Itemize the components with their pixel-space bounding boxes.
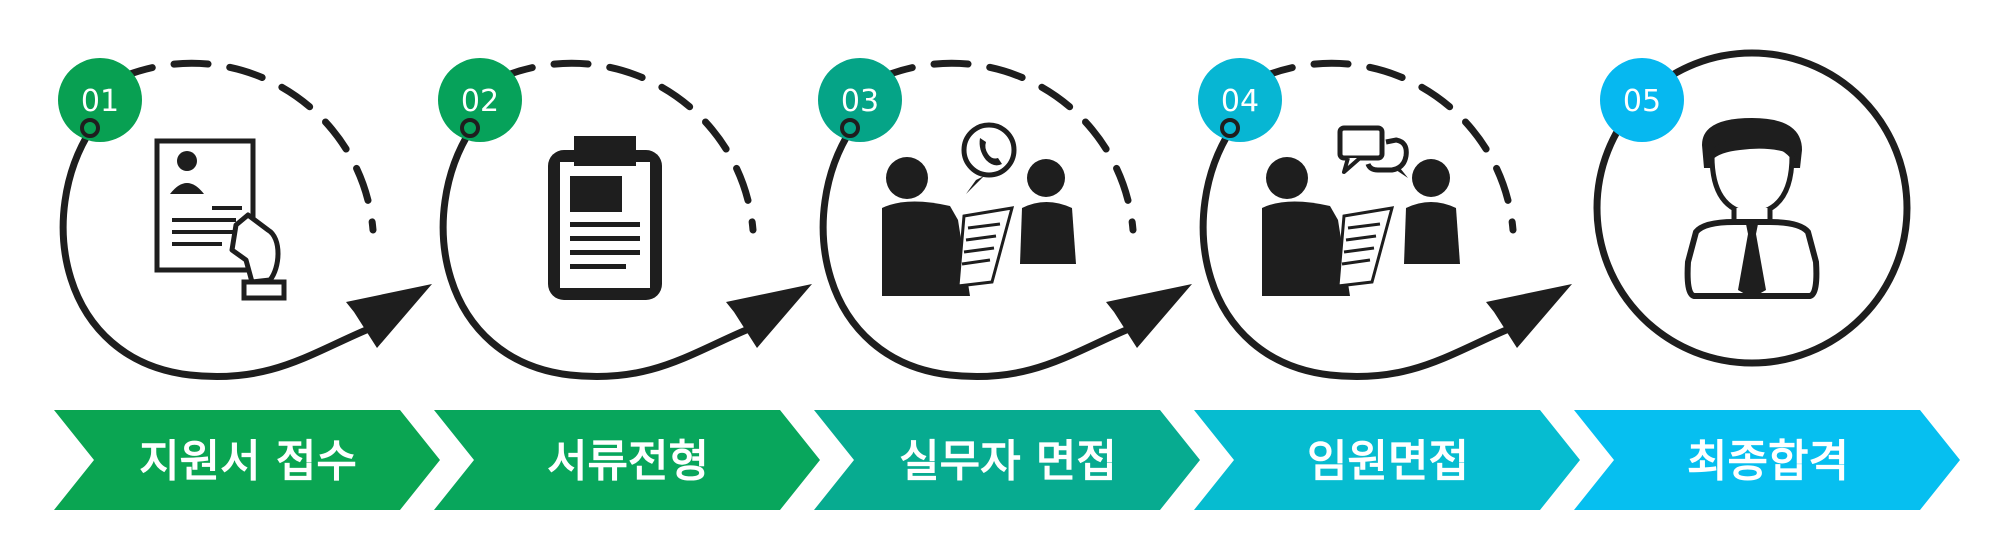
- banner-step-2-label: 서류전형: [547, 436, 709, 487]
- step-2: 02: [438, 58, 812, 380]
- step-4-arrow-head-icon: [1486, 284, 1572, 348]
- step-3-number: 03: [841, 84, 879, 119]
- banner-step-1-label: 지원서 접수: [139, 436, 357, 487]
- step-1-badge: [58, 58, 142, 142]
- step-1-connector-dot: [80, 118, 100, 138]
- person-tie-icon: [1684, 118, 1820, 299]
- banner-step-2: 서류전형: [434, 410, 820, 510]
- banner-step-3-label: 실무자 면접: [899, 436, 1117, 487]
- banner-step-1: 지원서 접수: [54, 410, 440, 510]
- step-4-connector-dot: [1220, 118, 1240, 138]
- step-2-connector-dot: [460, 118, 480, 138]
- step-1-solid-arc: [59, 124, 396, 380]
- clipboard-document-icon: [548, 136, 662, 300]
- banner-step-4-label: 임원면접: [1307, 436, 1469, 487]
- step-4-number: 04: [1221, 84, 1259, 119]
- step-2-number: 02: [461, 84, 499, 119]
- interview-phone-icon: [882, 122, 1076, 296]
- step-2-arrow-head-icon: [726, 284, 812, 348]
- step-1-arrow-head-icon: [346, 284, 432, 348]
- step-3-badge: [818, 58, 902, 142]
- step-5-badge: [1600, 58, 1684, 142]
- banner-step-3: 실무자 면접: [814, 410, 1200, 510]
- step-3-dashed-arc: [876, 59, 1137, 234]
- banner-step-5: 최종합격: [1574, 410, 1960, 510]
- step-4-badge: [1198, 58, 1282, 142]
- step-3-connector-dot: [840, 118, 860, 138]
- step-1-number: 01: [81, 84, 119, 119]
- step-4-dashed-arc: [1256, 59, 1517, 234]
- step-3-solid-arc: [819, 124, 1156, 380]
- step-banners: 지원서 접수 서류전형 실무자 면접 임원면접 최종합격: [54, 410, 1960, 510]
- step-5-number: 05: [1623, 84, 1661, 119]
- step-2-solid-arc: [439, 124, 776, 380]
- step-2-dashed-arc: [496, 59, 757, 234]
- step-3-arrow-head-icon: [1106, 284, 1192, 348]
- step-5: 05: [1593, 49, 1911, 367]
- resume-hand-icon: [154, 138, 287, 301]
- step-4: 04: [1198, 58, 1572, 380]
- banner-step-5-label: 최종합격: [1687, 436, 1849, 487]
- step-4-solid-arc: [1199, 124, 1536, 380]
- interview-chat-icon: [1262, 125, 1460, 296]
- step-1: 01: [58, 58, 432, 380]
- step-5-ring: [1593, 49, 1911, 367]
- step-3: 03: [818, 58, 1192, 380]
- step-1-dashed-arc: [116, 59, 377, 234]
- banner-step-4: 임원면접: [1194, 410, 1580, 510]
- step-2-badge: [438, 58, 522, 142]
